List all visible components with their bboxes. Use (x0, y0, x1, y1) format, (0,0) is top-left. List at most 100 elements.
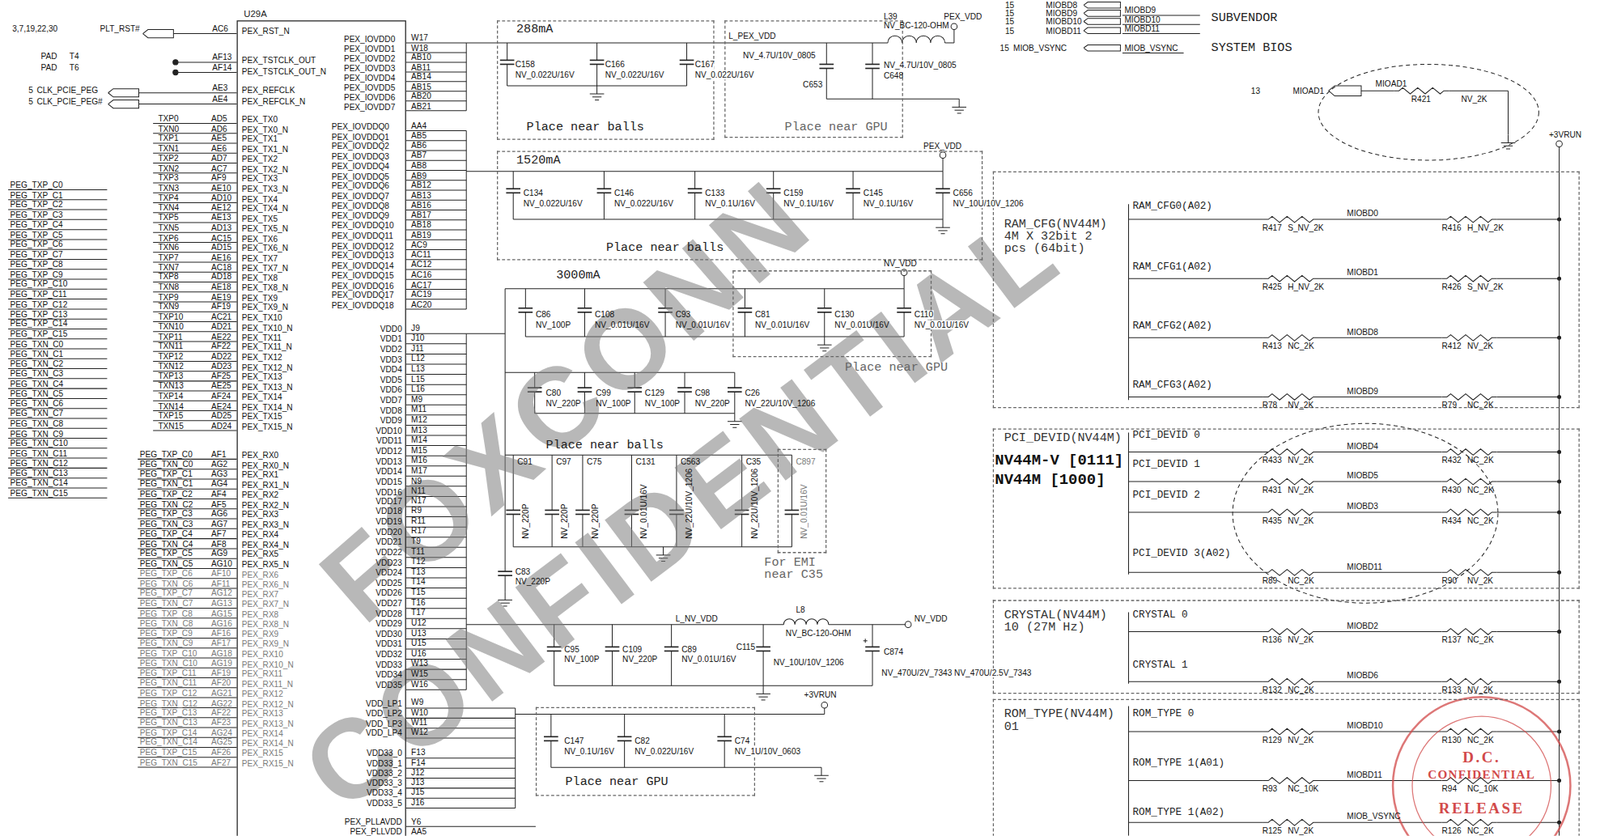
ball-number: F13 (411, 747, 425, 757)
resistor-symbol (1263, 678, 1319, 685)
pin-name: PEX_TX3_N (241, 184, 289, 194)
resistor-symbol (1442, 216, 1498, 223)
ball-number: AE13 (211, 213, 232, 223)
wire (466, 42, 467, 111)
wire (763, 650, 764, 686)
part-value: H_NV_2K (1287, 282, 1325, 292)
wire (823, 708, 825, 715)
ball-number: AC17 (411, 280, 432, 289)
net-label: TXN0 (157, 123, 179, 133)
net-label: PEG_TXN_C8 (10, 419, 64, 429)
ball-number: AB7 (411, 151, 427, 161)
wire (1128, 631, 1263, 633)
ball-number: J16 (411, 797, 425, 807)
net-label: MIOBD10 (1045, 16, 1082, 26)
part-value: NV_1U/10V_0603 (734, 746, 801, 756)
ball-number: AF8 (211, 539, 226, 549)
ball-number: AF22 (211, 708, 231, 718)
ball-number: AF24 (211, 391, 231, 401)
pin-label: Y6 (411, 817, 421, 827)
part-value: NC_2K (1467, 826, 1494, 836)
ball-number: AE12 (211, 203, 232, 213)
pin-name: VDD21 (375, 538, 403, 548)
part-label: NV_470U/2V_7343 NV_470U/2.5V_7343 (881, 668, 1032, 678)
signal-flag (108, 89, 140, 98)
pin-name: VDD3 (380, 355, 403, 365)
pin-name: VDD32 (375, 649, 403, 659)
ball-number: AF19 (211, 668, 231, 678)
ball-number: M15 (411, 445, 428, 455)
pin-name: VDD2 (380, 344, 403, 354)
strap-name: ROM_TYPE 0 (1133, 708, 1195, 720)
net-label: TXP11 (157, 332, 183, 342)
wire (670, 624, 672, 648)
ground-symbol (940, 233, 945, 234)
net-label: MIOBD0 (1346, 208, 1379, 218)
net-label: TXN15 (157, 421, 183, 431)
part-ref: R435 (1262, 516, 1282, 526)
part-ref: C146 (614, 188, 634, 198)
resistor-symbol (1263, 275, 1319, 282)
part-value: NV_0.022U/16V (695, 70, 755, 80)
net-label: TXP4 (157, 193, 179, 203)
net-label: SUBVENDOR (1211, 12, 1278, 26)
pin-name: VDD_LP3 (365, 718, 403, 728)
part-value: NV_220P (590, 504, 600, 539)
pin-name: PEX_IOVDDQ18 (331, 301, 395, 310)
pin-name: VDD13 (375, 456, 403, 466)
part-label: L39 (883, 12, 898, 22)
part-value: NV_2K (1467, 685, 1494, 695)
ball-number: T17 (411, 608, 425, 618)
junction-dot (1557, 729, 1562, 734)
ball-number: AE22 (211, 332, 232, 342)
part-ref: C133 (704, 188, 725, 198)
part-ref: R416 (1442, 223, 1462, 233)
wire (1318, 337, 1443, 339)
ball-number: M14 (411, 435, 428, 445)
ball-number: U13 (411, 628, 427, 638)
net-label: PEG_TXP_C9 (140, 628, 193, 638)
ball-number: AB14 (411, 72, 432, 82)
part-ref: R94 (1442, 785, 1458, 794)
pin-name: VDD10 (375, 426, 403, 436)
pin-name: VDD30 (375, 629, 403, 639)
junction-dot (1557, 820, 1562, 824)
wire (596, 42, 598, 60)
capacitor-plate (505, 187, 521, 190)
part-label: NV_BC-120-OHM (883, 21, 950, 30)
pin-name: PEX_IOVDD4 (343, 73, 395, 83)
net-label: TXN10 (157, 322, 183, 332)
pin-name: VDD27 (375, 598, 403, 608)
wire (1318, 731, 1443, 733)
wire (525, 288, 527, 309)
pin-name: PEX_TX2_N (241, 165, 289, 175)
ball-number: AE24 (211, 401, 232, 411)
ball-number: AB19 (411, 230, 432, 240)
part-value: NC_2K (1467, 401, 1494, 411)
part-ref: C81 (755, 309, 771, 319)
node-text: NV44M-V [0111] NV44M [1000] (994, 450, 1133, 490)
net-label: PEG_TXP_C2 (10, 200, 64, 210)
wire (1497, 511, 1560, 513)
part-value: NV_0.022U/16V (523, 199, 583, 208)
part-value: NV_0.1U/16V (783, 199, 834, 208)
wire (686, 42, 688, 60)
net-label: TXP0 (157, 114, 179, 124)
pin-label: PEX_TSTCLK_OUT (241, 55, 316, 65)
stamp-ring (1412, 716, 1551, 836)
pin-label: PEX_REFCLK_N (241, 97, 306, 107)
part-value: NV_10U/10V_1206 (953, 199, 1024, 208)
pin-name: VDD17 (375, 497, 403, 507)
part-label: L_PEX_VDD (728, 31, 776, 41)
part-label: NV_4.7U/10V_0805 (742, 50, 816, 60)
ball-number: M17 (411, 466, 428, 476)
ball-number: U12 (411, 618, 427, 628)
ball-number: U16 (411, 649, 427, 658)
pin-name: PEX_RX14 (241, 729, 284, 739)
part-ref: C131 (636, 457, 656, 467)
part-ref: R133 (1442, 685, 1462, 695)
pin-name: VDD34 (375, 670, 403, 680)
wire (826, 98, 960, 100)
pin-name: PEX_TX9 (241, 293, 278, 303)
pin-name: VDD20 (375, 527, 403, 537)
